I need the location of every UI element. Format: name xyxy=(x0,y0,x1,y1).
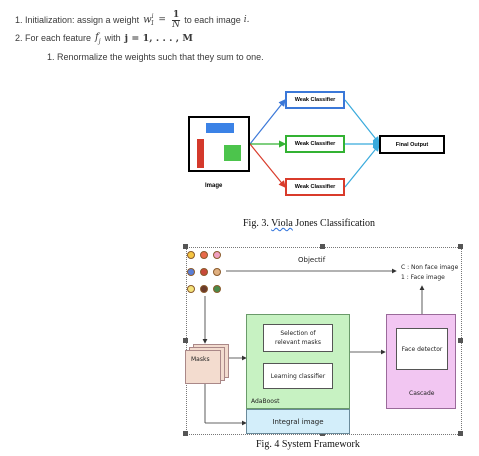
resize-handle-middle-right[interactable] xyxy=(458,338,463,343)
face-thumbnail xyxy=(213,285,221,293)
class-face-label: 1 : Face image xyxy=(401,274,445,281)
step1-suffix: to each image xyxy=(184,15,241,25)
arrow-image-to-classifier-3 xyxy=(249,143,286,188)
resize-handle-middle-left[interactable] xyxy=(183,338,188,343)
equals-sign: = xyxy=(158,15,166,25)
face-thumbnail xyxy=(187,285,195,293)
masks-label: Masks xyxy=(191,356,210,363)
feature-green-rect xyxy=(224,145,241,161)
face-detector-box: Face detector xyxy=(396,328,448,370)
step1-label: 1. Initialization: assign a weight xyxy=(15,15,140,25)
face-thumbnail xyxy=(187,268,195,276)
weak-classifier-2: Weak Classifier xyxy=(285,135,345,153)
feature-red-rect xyxy=(197,139,204,168)
algorithm-substep-1: 1. Renormalize the weights such that the… xyxy=(47,52,264,62)
feature-symbol: fj xyxy=(95,31,101,45)
weak-classifier-1: Weak Classifier xyxy=(285,91,345,109)
algorithm-step-1: 1. Initialization: assign a weight wi1 =… xyxy=(15,9,250,31)
selection-box: Selection of relevant masks xyxy=(263,324,333,352)
face-detector-label: Face detector xyxy=(401,345,443,353)
resize-handle-top-right[interactable] xyxy=(458,244,463,249)
step2-label: 2. For each feature xyxy=(15,33,92,43)
weak-classifier-3: Weak Classifier xyxy=(285,178,345,196)
mask-sheet xyxy=(185,350,221,384)
arrow-classifier-1-to-output xyxy=(344,99,380,144)
step2-range: j = 1, . . . , M xyxy=(124,32,193,44)
integral-image-panel: Integral image xyxy=(246,409,350,434)
integral-label: Integral image xyxy=(272,417,324,426)
adaboost-panel: Selection of relevant masks Learning cla… xyxy=(246,314,350,409)
arrow-classifier-3-to-output xyxy=(344,144,380,188)
resize-handle-bottom-left[interactable] xyxy=(183,431,188,436)
feature-blue-rect xyxy=(206,123,234,133)
resize-handle-top-left[interactable] xyxy=(183,244,188,249)
selection-label-line-1: Selection of xyxy=(280,330,316,337)
cascade-panel: Face detector Cascade xyxy=(386,314,456,409)
face-thumbnail xyxy=(213,251,221,259)
resize-handle-bottom-right[interactable] xyxy=(458,431,463,436)
face-thumbnail xyxy=(200,251,208,259)
objective-label: Objectif xyxy=(298,256,326,264)
figure-4-caption: Fig. 4 System Framework xyxy=(256,439,360,450)
arrow-image-to-classifier-1 xyxy=(249,99,286,145)
figure-3-caption: Fig. 3. Viola Jones Classification xyxy=(243,218,376,229)
learning-label: Learning classifier xyxy=(270,372,326,380)
final-output-box: Final Output xyxy=(379,135,445,154)
image-label: Image xyxy=(205,183,223,189)
algorithm-step-2: 2. For each feature fj with j = 1, . . .… xyxy=(15,31,193,45)
image-frame xyxy=(188,116,250,172)
face-thumbnail xyxy=(200,268,208,276)
learning-classifier-box: Learning classifier xyxy=(263,363,333,389)
face-thumbnail xyxy=(187,251,195,259)
selection-label-line-2: relevant masks xyxy=(275,339,321,346)
weight-symbol: wi1 xyxy=(143,12,155,28)
resize-handle-top-center[interactable] xyxy=(320,244,325,249)
face-thumbnail xyxy=(213,268,221,276)
masks-stack: Masks xyxy=(185,344,231,384)
cascade-label: Cascade xyxy=(409,390,435,397)
adaboost-label: AdaBoost xyxy=(251,398,280,405)
face-thumbnail xyxy=(200,285,208,293)
step2-with: with xyxy=(104,33,121,43)
step1-variable: i. xyxy=(243,15,250,25)
class-non-face-label: C : Non face image xyxy=(401,264,459,271)
